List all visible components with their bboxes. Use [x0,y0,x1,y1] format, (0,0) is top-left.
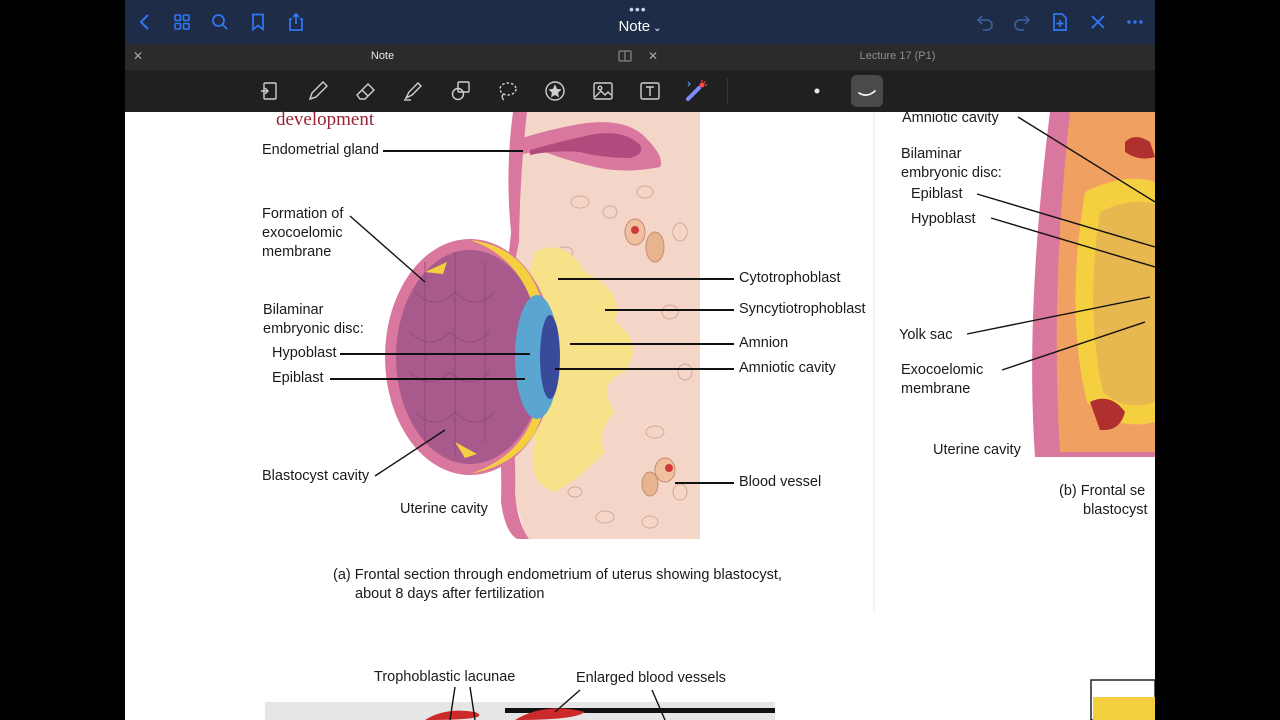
label-uterine-cavity: Uterine cavity [400,501,488,517]
label-formation-line2: exocoelomic [262,225,343,241]
diagonal-leaders [349,116,1155,720]
label-amniotic-cavity: Amniotic cavity [739,360,836,376]
leader-line [558,278,734,280]
leader-line [555,368,734,370]
label-bilaminar-line2: embryonic disc: [263,321,364,337]
label-cytotrophoblast: Cytotrophoblast [739,270,841,286]
leader-line [330,378,525,380]
label-trophoblastic-lacunae: Trophoblastic lacunae [374,669,516,685]
curve-stroke-icon [858,90,876,96]
tab-label: Lecture 17 (P1) [859,50,936,62]
document-title-text: Note [618,18,651,35]
search-icon[interactable] [208,10,232,34]
app-window: ••• Note⌄ ✕ Note ✕ Lecture [125,0,1155,720]
label-b-bilaminar-line1: Bilaminar [901,146,962,162]
redo-icon[interactable] [1010,10,1034,34]
label-syncytiotrophoblast: Syncytiotrophoblast [739,301,866,317]
stroke-size-dot-icon[interactable] [804,78,830,104]
figure-a-caption-line1: (a) Frontal section through endometrium … [333,567,782,583]
figure-a-caption-line2: about 8 days after fertilization [355,586,545,602]
label-formation-line1: Formation of [262,206,344,222]
figure-c-illustration [265,679,1155,720]
label-bilaminar-line1: Bilaminar [263,302,324,318]
grid-icon[interactable] [170,10,194,34]
eraser-icon[interactable] [353,78,379,104]
label-b-exocoelomic-line2: membrane [901,381,971,397]
label-b-hypoblast: Hypoblast [911,211,976,227]
chevron-down-icon: ⌄ [653,23,662,34]
label-b-exocoelomic-line1: Exocoelomic [901,362,984,378]
tab-label: Note [370,50,395,62]
tab-note[interactable]: ✕ Note [125,44,640,70]
leader-line [383,150,523,152]
label-b-amniotic-cavity: Amniotic cavity [902,110,999,126]
leader-line [605,309,734,311]
close-icon[interactable] [1086,10,1110,34]
note-canvas[interactable]: development Endometrial gland Formation … [125,109,1155,720]
navigation-bar: ••• Note⌄ [125,0,1155,44]
figure-b-illustration [1032,112,1155,457]
label-enlarged-blood-vessels: Enlarged blood vessels [576,670,726,686]
label-hypoblast: Hypoblast [272,345,337,361]
blastocyst [385,239,560,475]
bookmark-icon[interactable] [246,10,270,34]
shapes-icon[interactable] [448,78,474,104]
figure-heading: development [276,109,375,130]
label-blood-vessel: Blood vessel [739,474,822,490]
figure-b-caption-line2: blastocyst [1083,502,1148,518]
tab-close-icon[interactable]: ✕ [648,49,659,63]
label-amnion: Amnion [739,335,789,351]
leader-line [340,353,530,355]
window-grabber-icon[interactable]: ••• [629,1,647,17]
back-icon[interactable] [133,10,157,34]
pen-icon[interactable] [305,78,331,104]
label-formation-line3: membrane [262,244,332,260]
split-view-icon[interactable] [618,49,632,68]
stroke-style-button[interactable] [851,75,883,107]
lasso-icon[interactable] [495,78,521,104]
label-b-epiblast: Epiblast [911,186,963,202]
label-b-uterine-cavity: Uterine cavity [933,442,1021,458]
label-epiblast: Epiblast [272,370,324,386]
label-blastocyst-cavity: Blastocyst cavity [262,468,370,484]
leader-line [675,482,734,484]
label-b-yolk-sac: Yolk sac [899,327,953,343]
add-page-icon[interactable] [1048,10,1072,34]
image-icon[interactable] [590,78,616,104]
leader-line [570,343,734,345]
sticker-icon[interactable] [542,78,568,104]
tab-lecture[interactable]: ✕ Lecture 17 (P1) [640,44,1155,70]
undo-icon[interactable] [973,10,997,34]
more-icon[interactable] [1123,10,1147,34]
text-icon[interactable] [637,78,663,104]
lasso-page-icon[interactable] [257,78,283,104]
laser-pointer-icon[interactable] [683,78,709,104]
document-title[interactable]: Note⌄ [125,18,1155,35]
figure-illustration [265,112,1155,720]
highlighter-icon[interactable] [400,78,426,104]
label-endometrial-gland: Endometrial gland [262,142,379,158]
figure-b-caption-line1: (b) Frontal se [1059,483,1146,499]
tab-bar: ✕ Note ✕ Lecture 17 (P1) [125,44,1155,70]
tab-close-icon[interactable]: ✕ [133,49,144,63]
label-b-bilaminar-line2: embryonic disc: [901,165,1002,181]
drawing-toolbar [125,70,1155,112]
toolbar-separator [727,78,728,104]
share-icon[interactable] [284,10,308,34]
